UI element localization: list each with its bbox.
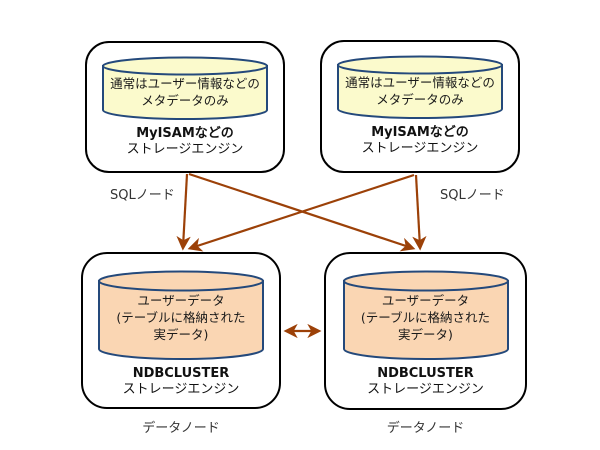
sql-right-cylinder-text-line2: メタデータのみ xyxy=(376,92,464,107)
database-cylinder-icon: ユーザーデータ (テーブルに格納された 実データ) xyxy=(342,270,510,362)
cylinder-shape-icon xyxy=(337,55,503,119)
sql-left-engine-name: MyISAMなどの xyxy=(136,126,234,141)
sql-node-left-box: 通常はユーザー情報などの メタデータのみ MyISAMなどの ストレージエンジン xyxy=(85,41,285,173)
data-left-cylinder-text-line3: 実データ) xyxy=(153,327,209,342)
data-left-engine-type: ストレージエンジン xyxy=(122,382,240,397)
data-node-right-box: ユーザーデータ (テーブルに格納された 実データ) NDBCLUSTER ストレ… xyxy=(324,252,527,410)
database-cylinder-icon: ユーザーデータ (テーブルに格納された 実データ) xyxy=(97,270,265,362)
data-node-left-box: ユーザーデータ (テーブルに格納された 実データ) NDBCLUSTER ストレ… xyxy=(81,252,281,409)
sql-left-cylinder-text-line2: メタデータのみ xyxy=(141,93,229,108)
sql-left-cylinder-text-line1: 通常はユーザー情報などの xyxy=(110,76,260,91)
sql-right-engine-name: MyISAMなどの xyxy=(371,125,469,140)
data-node-left-label: データノード xyxy=(142,421,220,436)
data-left-engine-name: NDBCLUSTER xyxy=(132,366,230,381)
data-right-engine-name: NDBCLUSTER xyxy=(377,366,474,381)
data-node-right-label: データノード xyxy=(386,421,465,436)
database-cylinder-icon: 通常はユーザー情報などの メタデータのみ xyxy=(101,56,269,122)
arrow-sql-right-to-data-right xyxy=(412,174,427,251)
data-right-cylinder-text-line1: ユーザーデータ xyxy=(381,293,470,308)
data-left-cylinder-text-line2: (テーブルに格納された xyxy=(116,310,246,325)
sql-node-right-label: SQLノード xyxy=(440,188,505,203)
sql-right-engine-type: ストレージエンジン xyxy=(361,141,479,156)
cylinder-shape-icon xyxy=(342,270,509,360)
data-right-cylinder-text-line2: (テーブルに格納された xyxy=(360,310,491,325)
database-cylinder-icon: 通常はユーザー情報などの メタデータのみ xyxy=(336,55,504,121)
sql-node-right-box: 通常はユーザー情報などの メタデータのみ MyISAMなどの ストレージエンジン xyxy=(320,40,520,173)
cylinder-shape-icon xyxy=(102,56,268,120)
cylinder-shape-icon xyxy=(98,270,264,360)
data-right-cylinder-text-line3: 実データ) xyxy=(398,327,453,342)
sql-right-cylinder-text-line1: 通常はユーザー情報などの xyxy=(345,75,495,90)
arrow-sql-left-to-data-left xyxy=(176,173,191,251)
arrow-sql-right-to-data-left xyxy=(187,173,415,252)
sql-node-left-label: SQLノード xyxy=(110,188,175,203)
data-right-engine-type: ストレージエンジン xyxy=(367,382,484,397)
data-left-cylinder-text-line1: ユーザーデータ xyxy=(137,293,225,308)
sql-left-engine-type: ストレージエンジン xyxy=(126,142,244,157)
arrow-sql-left-to-data-right xyxy=(188,172,416,252)
